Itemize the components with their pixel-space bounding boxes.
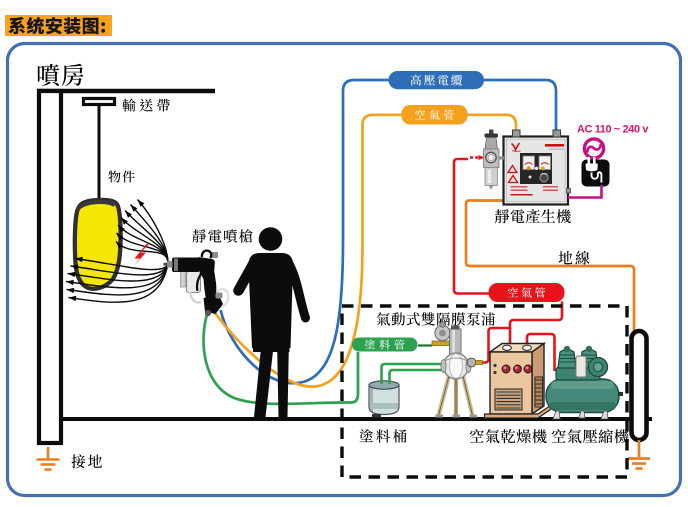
svg-text:AC 110 ~ 240 v: AC 110 ~ 240 v [577, 124, 649, 136]
